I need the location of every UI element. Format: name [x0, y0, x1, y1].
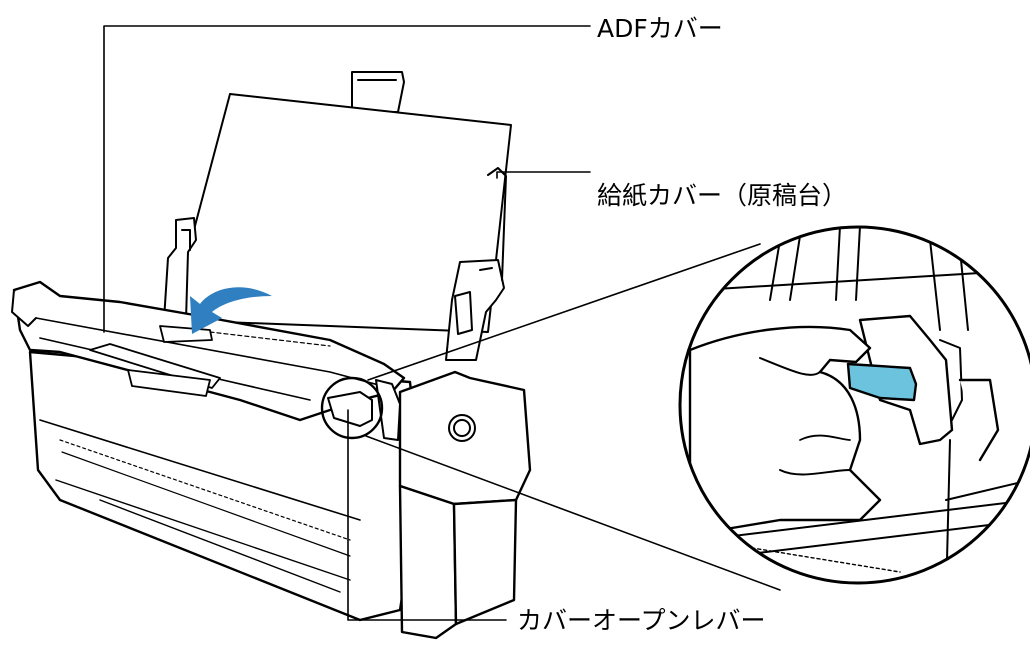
feed-cover-leader — [496, 171, 591, 179]
magnified-circle — [678, 225, 1030, 585]
zoom-lines — [365, 243, 781, 591]
magnified-view — [680, 227, 1030, 583]
cover-open-lever-label: カバーオープンレバー — [517, 606, 766, 635]
hand — [688, 325, 882, 542]
chute-extension — [351, 71, 405, 113]
power-button-icon — [448, 414, 476, 442]
leader-lines — [103, 25, 591, 621]
feed-cover-label: 給紙カバー（原稿台） — [597, 181, 848, 210]
cover-open-lever-small — [327, 379, 401, 441]
curved-arrow-icon — [190, 287, 272, 334]
lever-highlight — [846, 362, 918, 402]
adf-cover-leader — [103, 25, 591, 333]
lever-callout-circle — [320, 376, 384, 440]
lever-leader — [347, 409, 507, 621]
adf-cover-label: ADFカバー — [597, 14, 723, 43]
